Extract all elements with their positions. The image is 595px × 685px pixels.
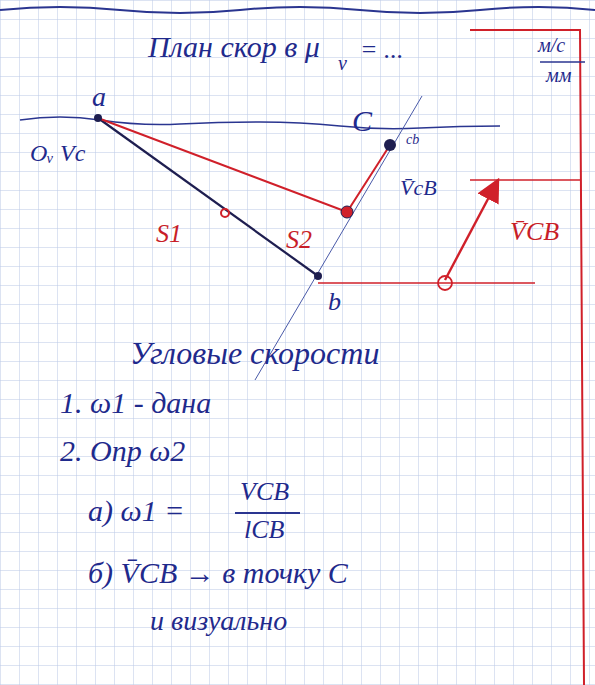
fraction-top: м/с [538,34,565,56]
note-line: и визуально [150,606,287,637]
fraction-top: VCB [240,478,289,507]
scale-value: = ... [360,36,404,65]
pole-label: Oᵥ Vc [30,140,85,166]
point-label: cb [406,132,419,147]
point-label: C [352,104,372,137]
point-label: S2 [286,226,312,255]
fraction-bottom: мм [546,64,572,86]
title-text: План скор в μ [148,30,320,63]
note-line: б) V̄CB → в точку C [88,556,348,589]
point-label: b [328,288,341,317]
point-label: a [92,82,106,113]
point-label: S1 [156,220,182,249]
note-line: а) ω1 = [88,494,184,527]
velocity-label: V̄cB [400,176,437,200]
note-line: 1. ω1 - дана [60,386,211,419]
velocity-label: V̄CB [510,218,559,247]
note-line: 2. Опр ω2 [60,434,185,467]
fraction-bottom: lCB [244,516,284,545]
subscript: v [338,52,347,74]
section-heading: Угловые скорости [130,336,379,371]
